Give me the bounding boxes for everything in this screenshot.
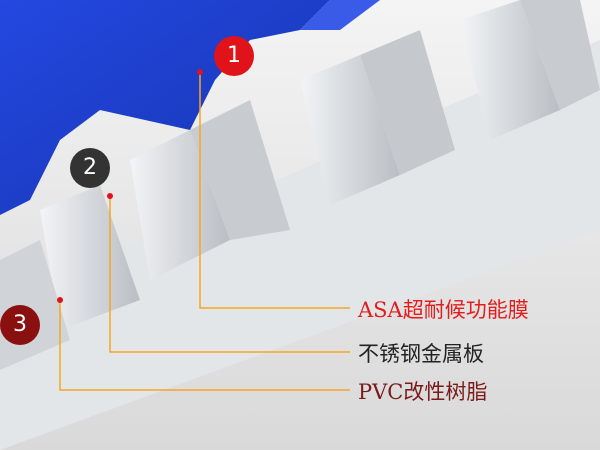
leader-lines bbox=[59, 72, 350, 391]
badge-1: 1 bbox=[214, 36, 254, 76]
asa-blue-film bbox=[0, 0, 330, 215]
label-steel-plate: 不锈钢金属板 bbox=[358, 342, 484, 366]
badge-3: 3 bbox=[0, 305, 40, 345]
label-asa-film: ASA超耐候功能膜 bbox=[358, 298, 529, 322]
label-pvc-resin: PVC改性树脂 bbox=[358, 380, 488, 404]
badge-2: 2 bbox=[70, 148, 110, 188]
